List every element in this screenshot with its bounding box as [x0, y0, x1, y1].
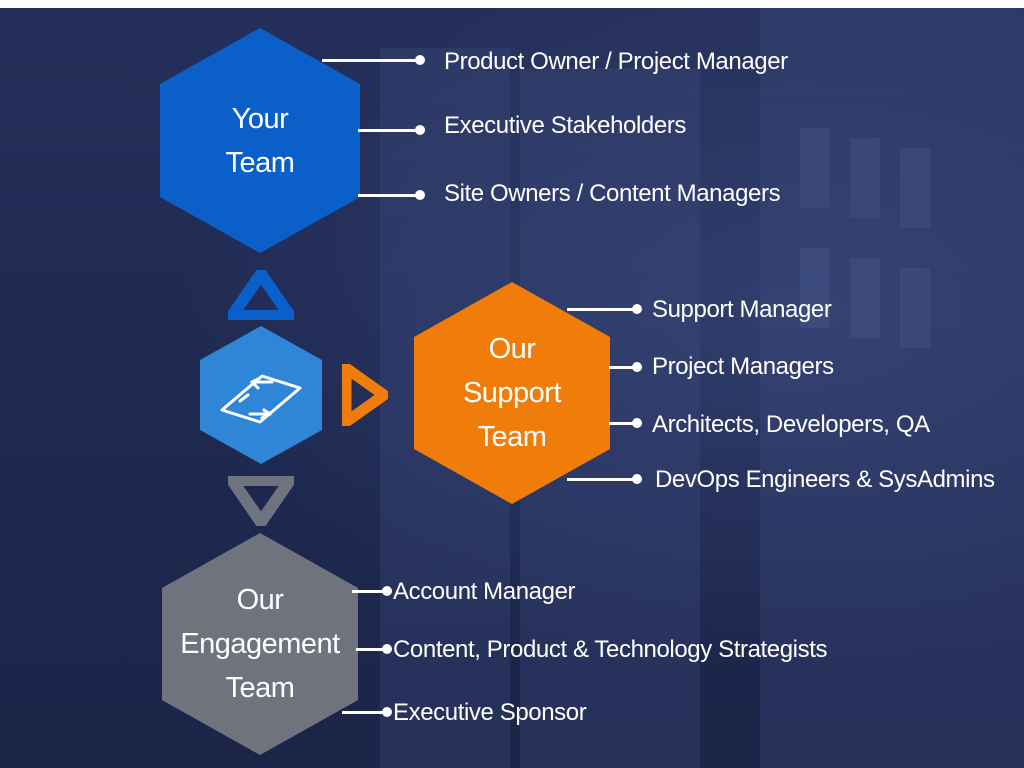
triangle-up-icon: [228, 270, 294, 320]
support-team-item: Architects, Developers, QA: [652, 411, 930, 438]
triangle-down-icon: [228, 476, 294, 526]
your-team-hexagon-shape: [160, 28, 360, 253]
background-building: [760, 8, 1024, 768]
support-team-item: Support Manager: [652, 296, 832, 323]
connector-dot: [632, 304, 642, 314]
engagement-team-label: Our Engagement Team: [180, 584, 340, 704]
background-window: [850, 258, 880, 338]
connector-line: [358, 129, 420, 132]
support-team-label: Our Support Team: [462, 333, 562, 453]
your-team-label: Your Team: [225, 102, 295, 179]
your-team-item: Product Owner / Project Manager: [444, 48, 788, 75]
background-window: [850, 138, 880, 218]
your-team-hexagon: Your Team: [160, 28, 360, 253]
connector-dot: [382, 586, 392, 596]
connector-dot: [415, 190, 425, 200]
connector-line: [609, 422, 637, 425]
support-team-hexagon: Our Support Team: [414, 282, 610, 504]
connector-dot: [415, 125, 425, 135]
background-window: [900, 268, 930, 348]
connector-line: [322, 59, 420, 62]
connector-dot: [632, 362, 642, 372]
process-hexagon: [200, 326, 322, 464]
connector-dot: [415, 55, 425, 65]
support-team-item: Project Managers: [652, 353, 834, 380]
connector-dot: [632, 474, 642, 484]
connector-line: [609, 366, 637, 369]
connector-line: [352, 590, 388, 593]
support-team-item: DevOps Engineers & SysAdmins: [655, 466, 995, 493]
connector-line: [356, 648, 388, 651]
diagram-canvas: Your Team Product Owner / Project Manage…: [0, 8, 1024, 768]
process-transfer-icon: [220, 374, 302, 424]
connector-line: [567, 478, 637, 481]
connector-line: [567, 308, 637, 311]
engagement-team-item: Content, Product & Technology Strategist…: [393, 636, 828, 663]
triangle-right-icon: [342, 364, 388, 426]
background-window: [900, 148, 930, 228]
your-team-item: Executive Stakeholders: [444, 112, 687, 139]
background-watermark: [28, 221, 124, 359]
engagement-team-hexagon: Our Engagement Team: [162, 533, 358, 755]
connector-dot: [632, 418, 642, 428]
connector-dot: [382, 707, 392, 717]
background-window: [800, 128, 830, 208]
engagement-team-item: Account Manager: [393, 578, 576, 605]
engagement-team-item: Executive Sponsor: [393, 699, 587, 726]
background-window: [800, 248, 830, 328]
your-team-item: Site Owners / Content Managers: [444, 180, 781, 207]
connector-dot: [382, 644, 392, 654]
connector-line: [358, 194, 420, 197]
connector-line: [342, 711, 388, 714]
